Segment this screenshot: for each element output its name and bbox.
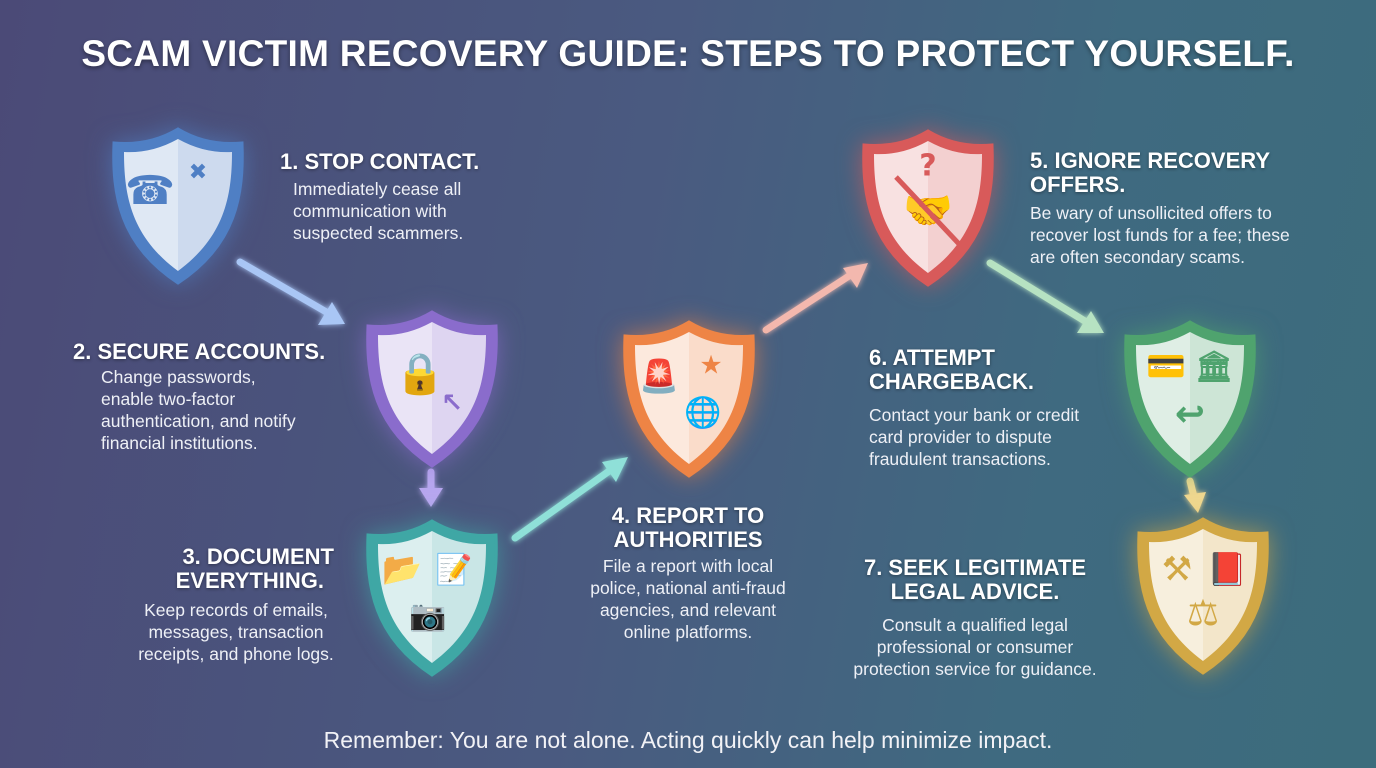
step-6-description: Contact your bank or credit card provide… bbox=[869, 404, 1079, 470]
svg-text:📷: 📷 bbox=[409, 599, 446, 634]
heading-line: 5. IGNORE RECOVERY bbox=[1030, 148, 1271, 173]
text-line: messages, transaction bbox=[148, 622, 324, 642]
step-1-heading: 1. STOP CONTACT. bbox=[280, 149, 480, 174]
svg-text:🚨: 🚨 bbox=[639, 357, 679, 395]
svg-text:⚒: ⚒ bbox=[1162, 550, 1192, 590]
step-2-heading: 2. SECURE ACCOUNTS. bbox=[73, 339, 326, 364]
heading-line: AUTHORITIES bbox=[613, 527, 763, 552]
svg-text:📂: 📂 bbox=[382, 550, 422, 588]
text-line: card provider to dispute bbox=[869, 427, 1052, 447]
svg-text:📝: 📝 bbox=[435, 552, 472, 588]
svg-text:★: ★ bbox=[699, 351, 722, 381]
text-line: fraudulent transactions. bbox=[869, 449, 1051, 469]
arrow-2-to-3 bbox=[419, 468, 443, 507]
text-line: recover lost funds for a fee; these bbox=[1030, 225, 1290, 245]
text-line: Consult a qualified legal bbox=[882, 615, 1068, 635]
footer-message: Remember: You are not alone. Acting quic… bbox=[323, 727, 1053, 753]
text-line: communication with bbox=[293, 201, 447, 221]
step-4-shield: 🚨 ★ 🌐 bbox=[619, 318, 759, 480]
heading-line: 7. SEEK LEGITIMATE bbox=[863, 555, 1087, 580]
step-7-shield: ⚒ 📕 ⚖ bbox=[1133, 515, 1273, 677]
heading-line: 3. DOCUMENT bbox=[182, 544, 334, 569]
text-line: Contact your bank or credit bbox=[869, 405, 1080, 425]
heading-line: 6. ATTEMPT bbox=[869, 345, 995, 370]
step-7-description: Consult a qualified legal professional o… bbox=[820, 614, 1130, 680]
arrow-4-to-5 bbox=[762, 263, 868, 334]
svg-text:💳: 💳 bbox=[1146, 347, 1186, 385]
svg-text:🏛: 🏛 bbox=[1195, 350, 1233, 385]
text-line: Change passwords, bbox=[101, 367, 256, 387]
step-6-heading: 6. ATTEMPT CHARGEBACK. bbox=[869, 346, 1034, 394]
step-4-heading: 4. REPORT TO AUTHORITIES bbox=[558, 504, 818, 552]
svg-text:✖: ✖ bbox=[189, 160, 207, 185]
step-5-shield: ?🤝 bbox=[858, 127, 998, 289]
step-1-shield: ☎✖ bbox=[108, 125, 248, 287]
text-line: suspected scammers. bbox=[293, 223, 464, 243]
svg-text:🌐: 🌐 bbox=[684, 395, 721, 431]
text-line: online platforms. bbox=[623, 622, 753, 642]
arrow-5-to-6 bbox=[986, 259, 1104, 333]
step-4-description: File a report with local police, nationa… bbox=[558, 555, 818, 643]
text-line: police, national anti-fraud bbox=[590, 578, 786, 598]
text-line: professional or consumer bbox=[876, 637, 1074, 657]
text-line: are often secondary scams. bbox=[1030, 247, 1245, 267]
text-line: Immediately cease all bbox=[293, 179, 462, 199]
text-line: enable two-factor bbox=[101, 389, 236, 409]
text-line: File a report with local bbox=[602, 556, 774, 576]
step-6-shield: 💳 🏛 ↩ bbox=[1120, 318, 1260, 480]
step-7-heading: 7. SEEK LEGITIMATE LEGAL ADVICE. bbox=[830, 556, 1120, 604]
svg-text:☎: ☎ bbox=[125, 168, 175, 214]
svg-text:📕: 📕 bbox=[1207, 550, 1247, 588]
svg-text:?: ? bbox=[919, 149, 936, 184]
step-1-description: Immediately cease all communication with… bbox=[293, 178, 463, 244]
arrow-1-to-2 bbox=[236, 258, 345, 325]
text-line: Be wary of unsollicited offers to bbox=[1030, 203, 1272, 223]
step-5-description: Be wary of unsollicited offers to recove… bbox=[1030, 202, 1290, 268]
heading-line: CHARGEBACK. bbox=[869, 369, 1034, 394]
step-3-heading: 3. DOCUMENT EVERYTHING. bbox=[100, 545, 334, 593]
svg-text:↩: ↩ bbox=[1175, 394, 1205, 435]
heading-line: OFFERS. bbox=[1030, 172, 1126, 197]
heading-line: 4. REPORT TO bbox=[611, 503, 765, 528]
heading-line: EVERYTHING. bbox=[175, 568, 324, 593]
text-line: financial institutions. bbox=[101, 433, 258, 453]
svg-text:↖: ↖ bbox=[441, 389, 463, 419]
text-line: Keep records of emails, bbox=[144, 600, 328, 620]
step-3-shield: 📂 📝 📷 bbox=[362, 517, 502, 679]
text-line: authentication, and notify bbox=[101, 411, 296, 431]
step-2-description: Change passwords, enable two-factor auth… bbox=[101, 366, 296, 454]
arrow-6-to-7 bbox=[1184, 477, 1206, 513]
arrow-3-to-4 bbox=[511, 457, 628, 542]
step-5-heading: 5. IGNORE RECOVERY OFFERS. bbox=[1030, 149, 1270, 197]
step-2-shield: 🔒↖ bbox=[362, 308, 502, 470]
text-line: protection service for guidance. bbox=[853, 659, 1097, 679]
page-title: SCAM VICTIM RECOVERY GUIDE: STEPS TO PRO… bbox=[81, 33, 1295, 74]
text-line: agencies, and relevant bbox=[599, 600, 777, 620]
svg-text:🔒: 🔒 bbox=[395, 351, 445, 397]
step-3-description: Keep records of emails, messages, transa… bbox=[100, 599, 372, 665]
text-line: receipts, and phone logs. bbox=[138, 644, 334, 664]
heading-line: LEGAL ADVICE. bbox=[890, 579, 1060, 604]
svg-text:⚖: ⚖ bbox=[1187, 593, 1219, 634]
